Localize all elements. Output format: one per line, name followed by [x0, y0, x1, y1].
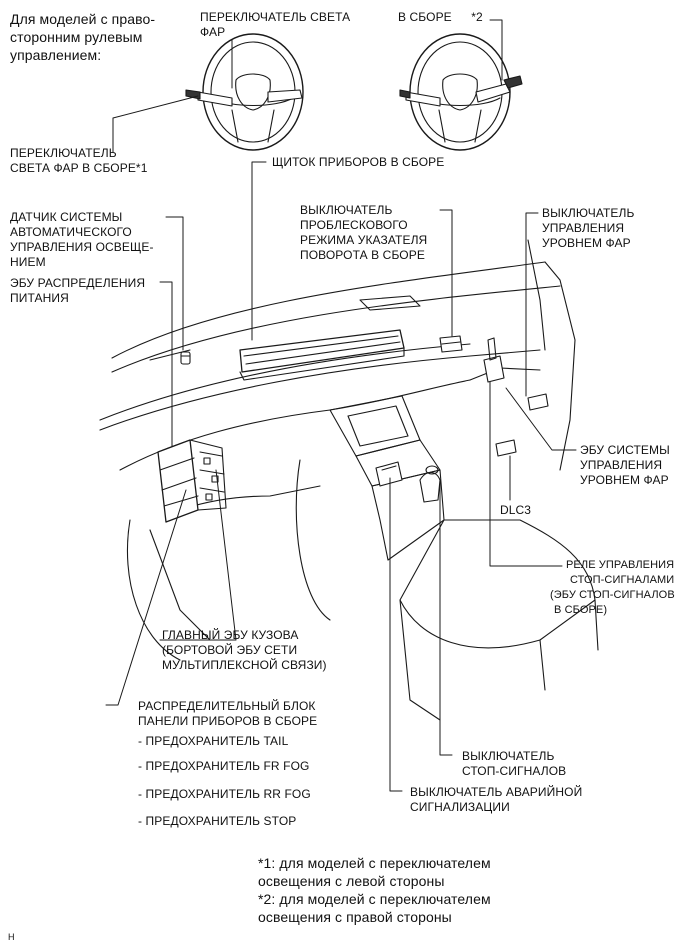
- stop-relay-label: РЕЛЕ УПРАВЛЕНИЯ СТОП-СИГНАЛАМИ (ЭБУ СТОП…: [550, 559, 675, 616]
- footnote-line: освещения с правой стороны: [258, 909, 452, 925]
- leveling-ecu-label: ЭБУ СИСТЕМЫ УПРАВЛЕНИЯ УРОВНЕМ ФАР: [580, 443, 670, 487]
- hazard-switch-label: ВЫКЛЮЧАТЕЛЬ АВАРИЙНОЙ СИГНАЛИЗАЦИИ: [410, 785, 583, 814]
- power-ecu-label: ЭБУ РАСПРЕДЕЛЕНИЯ ПИТАНИЯ: [10, 276, 146, 305]
- hazard-switch-icon: [375, 461, 403, 487]
- steering-wheel-right-icon: [399, 33, 523, 151]
- dashboard-outline: [99, 239, 576, 661]
- combination-meter-label: ЩИТОК ПРИБОРОВ В СБОРЕ: [272, 155, 445, 169]
- center-console: [329, 395, 599, 721]
- intro-text: Для моделей с право- сторонним рулевым у…: [10, 10, 155, 64]
- corner-code: H: [8, 932, 15, 942]
- fuse-list: - ПРЕДОХРАНИТЕЛЬ TAIL - ПРЕДОХРАНИТЕЛЬ F…: [138, 734, 311, 829]
- stop-switch-label: ВЫКЛЮЧАТЕЛЬ СТОП-СИГНАЛОВ: [462, 749, 567, 778]
- stop-relay-icon: [483, 337, 505, 383]
- light-sensor-icon: [180, 351, 191, 365]
- turn-flasher-icon: [439, 335, 463, 353]
- headlight-switch-assy-label: ПЕРЕКЛЮЧАТЕЛЬ СВЕТА ФАР В СБОРЕ*1: [10, 146, 148, 175]
- intro-line: сторонним рулевым: [10, 29, 143, 45]
- footnote-line: *2: для моделей с переключателем: [258, 891, 491, 907]
- fuse-item: - ПРЕДОХРАНИТЕЛЬ FR FOG: [138, 759, 310, 773]
- combination-meter-icon: [239, 329, 405, 381]
- turn-flasher-label: ВЫКЛЮЧАТЕЛЬ ПРОБЛЕСКОВОГО РЕЖИМА УКАЗАТЕ…: [300, 203, 428, 262]
- footnote-line: *1: для моделей с переключателем: [258, 855, 491, 871]
- leader-lines: [105, 19, 577, 792]
- junction-block-label: РАСПРЕДЕЛИТЕЛЬНЫЙ БЛОК ПАНЕЛИ ПРИБОРОВ В…: [138, 699, 318, 728]
- light-sensor-label: ДАТЧИК СИСТЕМЫ АВТОМАТИЧЕСКОГО УПРАВЛЕНИ…: [10, 210, 154, 269]
- intro-line: Для моделей с право-: [10, 11, 156, 27]
- dlc3-label: DLC3: [500, 503, 532, 517]
- headlight-switch-top-label: ПЕРЕКЛЮЧАТЕЛЬ СВЕТА ФАР: [200, 10, 351, 39]
- footnotes: *1: для моделей с переключателем освещен…: [258, 854, 491, 926]
- fuse-item: - ПРЕДОХРАНИТЕЛЬ STOP: [138, 814, 297, 828]
- dlc3-icon: [495, 439, 517, 457]
- fuse-item: - ПРЕДОХРАНИТЕЛЬ RR FOG: [138, 787, 311, 801]
- intro-line: управлением:: [10, 47, 102, 63]
- fuse-item: - ПРЕДОХРАНИТЕЛЬ TAIL: [138, 734, 289, 748]
- leveling-switch-label: ВЫКЛЮЧАТЕЛЬ УПРАВЛЕНИЯ УРОВНЕМ ФАР: [542, 206, 635, 250]
- main-body-ecu-icon: [157, 439, 227, 523]
- assy-star2-label: В СБОРЕ *2: [398, 10, 483, 24]
- steering-wheel-left-icon: [185, 33, 304, 151]
- footnote-line: освещения с левой стороны: [258, 873, 445, 889]
- main-body-ecu-label: ГЛАВНЫЙ ЭБУ КУЗОВА (БОРТОВОЙ ЭБУ СЕТИ МУ…: [162, 628, 327, 672]
- leveling-switch-icon: [527, 393, 549, 411]
